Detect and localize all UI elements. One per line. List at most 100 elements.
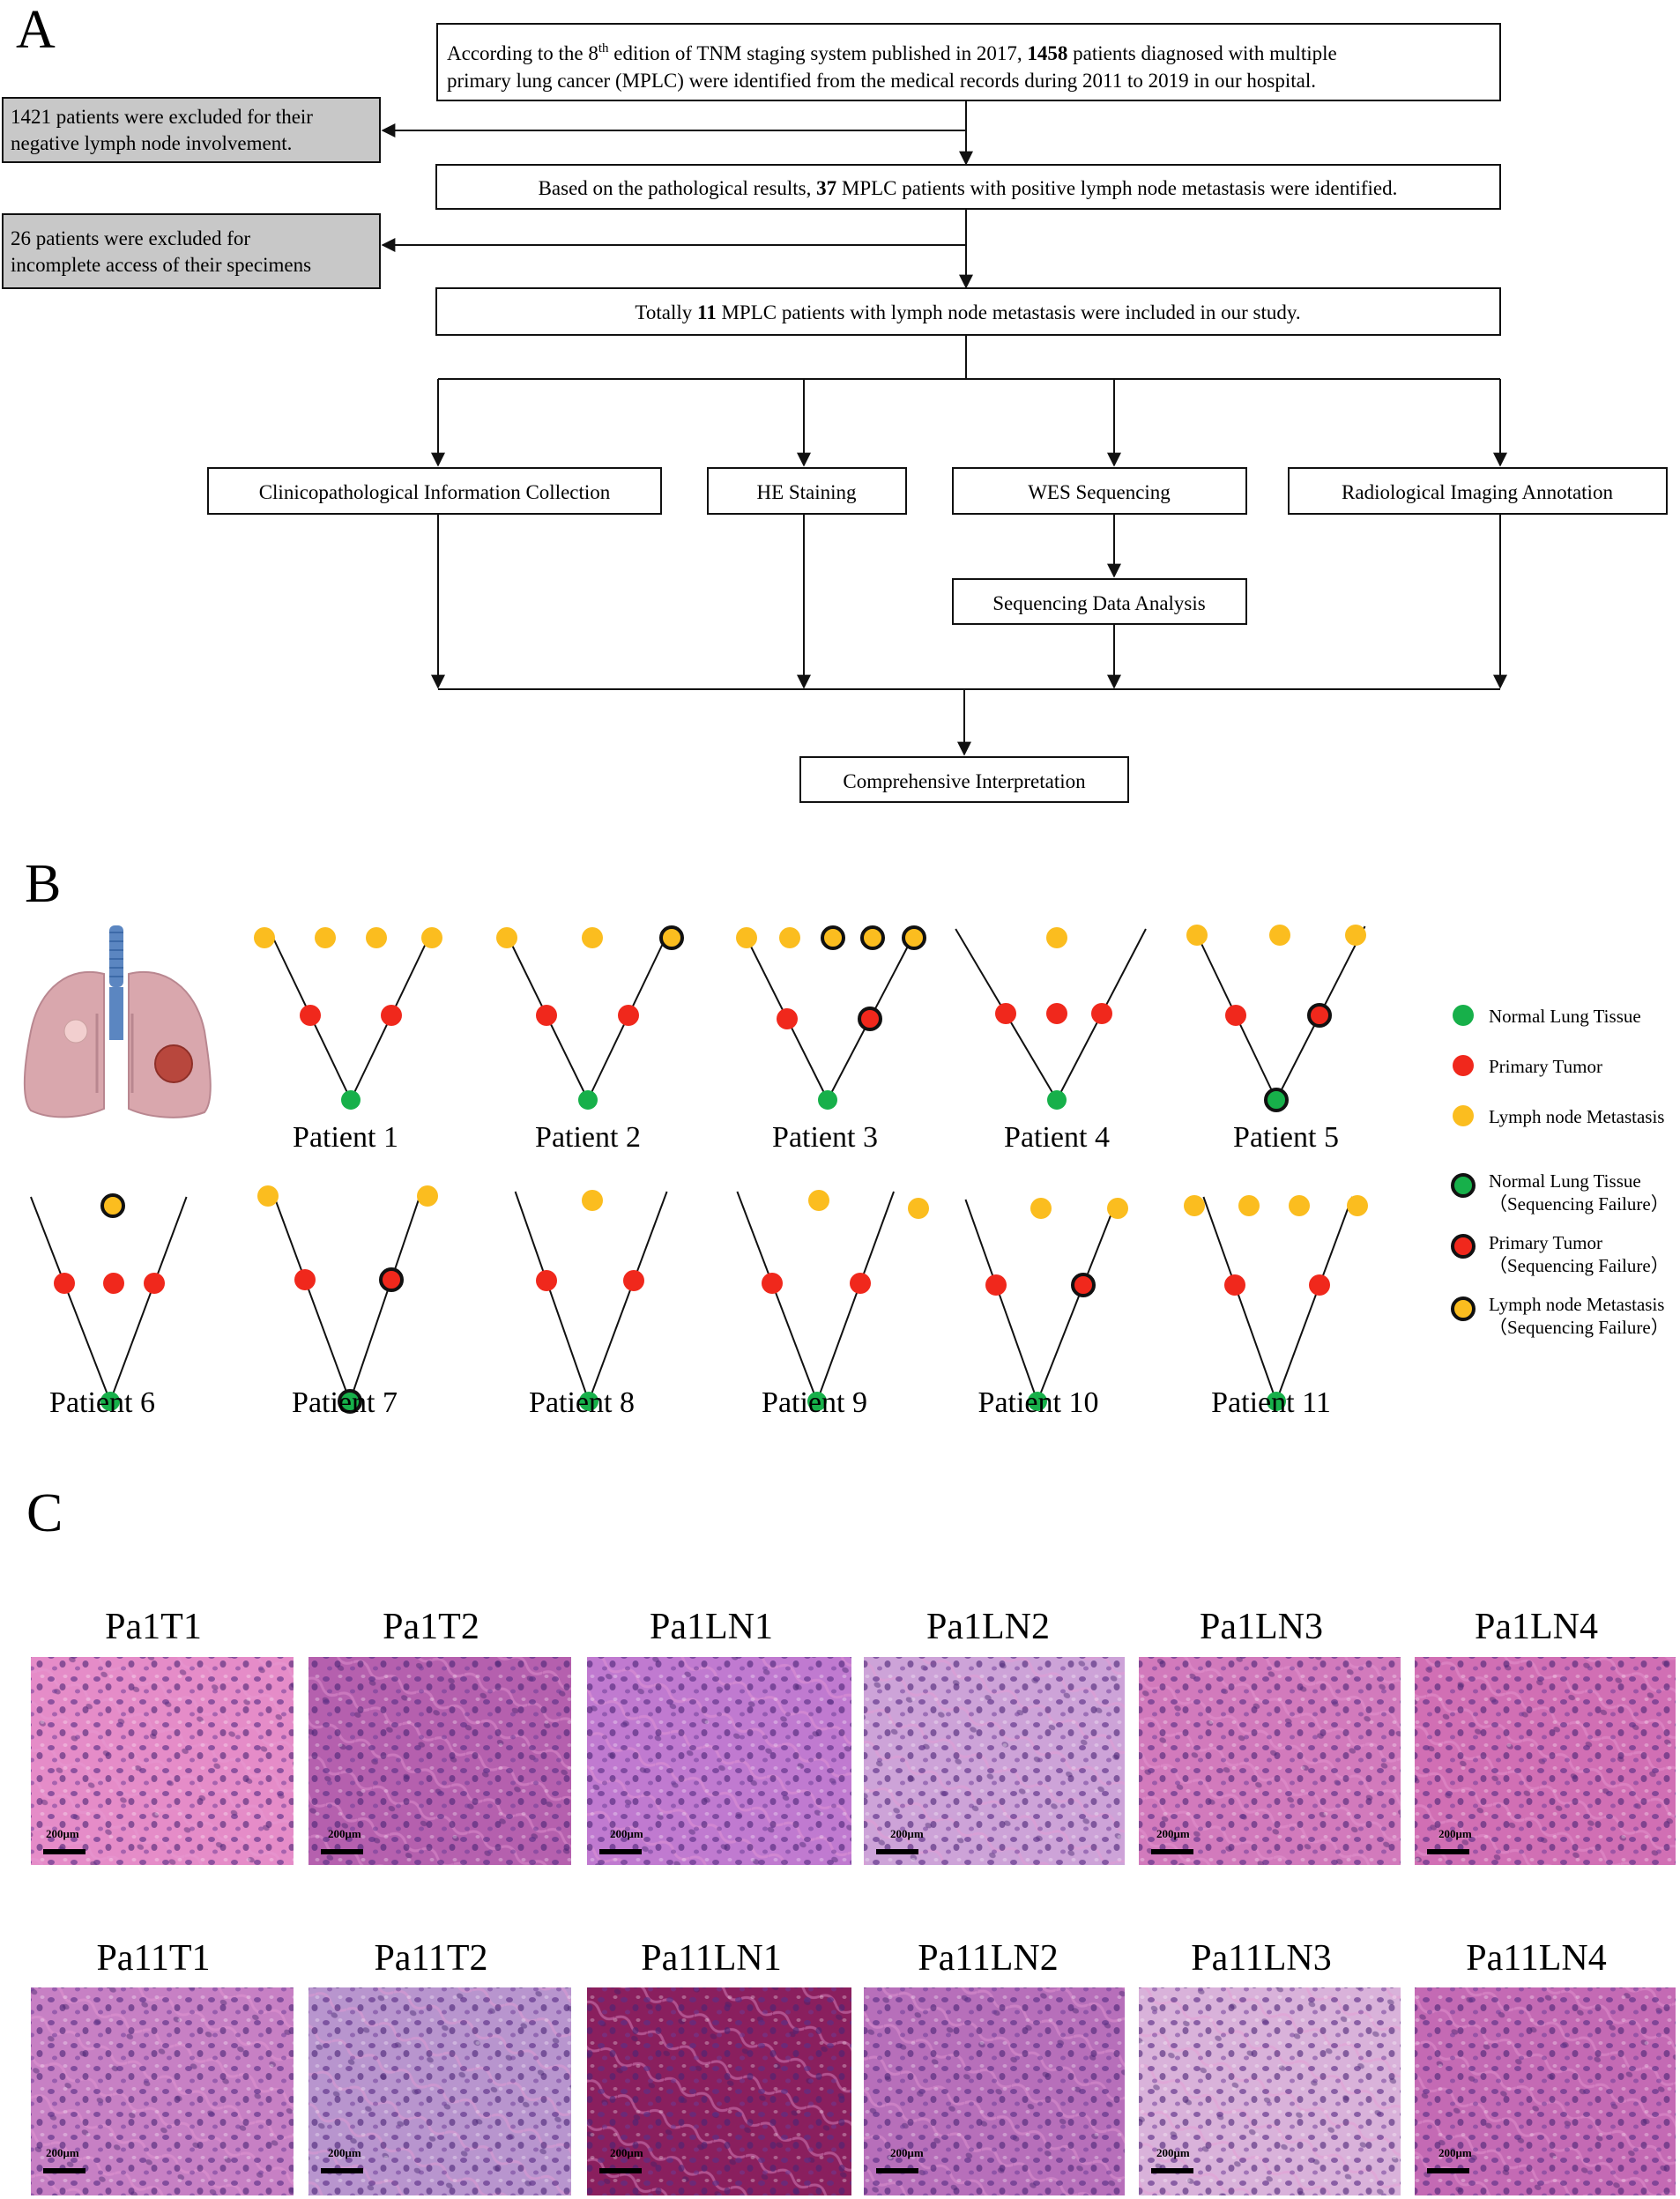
scale-label: 200μm xyxy=(328,2146,361,2159)
tree-node-lymph xyxy=(1238,1195,1260,1216)
flow-box-positive-ln xyxy=(435,164,1501,210)
exclusion-1-line2: negative lymph node involvement. xyxy=(11,132,292,154)
patient-label: Patient 5 xyxy=(1233,1121,1339,1154)
tree-node-lymph xyxy=(1030,1198,1052,1219)
patient-label: Patient 9 xyxy=(762,1386,867,1419)
patient-label: Patient 6 xyxy=(49,1386,155,1419)
tree-node-normal xyxy=(338,1389,362,1414)
tree-node-normal xyxy=(100,1392,120,1411)
legend-normal-fail: Normal Lung Tissue xyxy=(1489,1170,1641,1192)
legend-fail-note: （Sequencing Failure） xyxy=(1489,1255,1669,1276)
tree-node-lymph xyxy=(257,1185,279,1207)
panel-label-b: B xyxy=(25,854,61,914)
scale-label: 200μm xyxy=(1438,2146,1472,2159)
histology-title: Pa1LN4 xyxy=(1475,1607,1598,1647)
legend-marker-normal xyxy=(1453,1005,1474,1026)
tree-node-primary xyxy=(618,1005,639,1026)
tree-node-primary xyxy=(300,1005,321,1026)
tree-node-lymph xyxy=(736,927,757,948)
tree-node-lymph xyxy=(659,925,684,950)
histology-nuclei xyxy=(864,1987,1125,2195)
tree-node-primary xyxy=(381,1005,402,1026)
patient-label: Patient 8 xyxy=(529,1386,635,1419)
histology-nuclei xyxy=(1139,1657,1401,1865)
scale-label: 200μm xyxy=(610,2146,643,2159)
scale-bar xyxy=(321,2168,363,2173)
scale-bar xyxy=(1151,2168,1193,2173)
histology-title: Pa11LN1 xyxy=(641,1938,781,1979)
scale-label: 200μm xyxy=(328,1827,361,1840)
tree-node-lymph xyxy=(1186,925,1208,946)
exclusion-2-line2: incomplete access of their specimens xyxy=(11,254,311,276)
tree-node-primary xyxy=(1309,1274,1330,1296)
analysis-text: Sequencing Data Analysis xyxy=(992,592,1206,614)
tree-node-primary xyxy=(850,1273,871,1294)
tree-branch xyxy=(349,1186,424,1402)
histology-title: Pa11LN3 xyxy=(1191,1938,1331,1979)
histology-nuclei xyxy=(1139,1987,1401,2195)
histology-nuclei xyxy=(587,1987,851,2195)
patient-label: Patient 2 xyxy=(535,1121,641,1154)
histology-nuclei xyxy=(864,1657,1125,1865)
tree-node-primary xyxy=(54,1273,75,1294)
tree-node-lymph xyxy=(908,1198,929,1219)
legend-fail-note: （Sequencing Failure） xyxy=(1489,1193,1669,1215)
histology-title: Pa1LN1 xyxy=(650,1607,773,1647)
tree-branch xyxy=(1037,1199,1119,1402)
flow-box3-text: Totally 11 MPLC patients with lymph node… xyxy=(635,301,1300,323)
histology-title: Pa1T2 xyxy=(383,1607,479,1647)
histology-title: Pa11T1 xyxy=(96,1938,210,1979)
branch-3-text: WES Sequencing xyxy=(1028,481,1171,503)
scale-bar xyxy=(43,1849,85,1854)
tree-node-lymph xyxy=(1269,925,1290,946)
tree-branch xyxy=(514,1191,590,1402)
tree-node-primary xyxy=(1224,1274,1245,1296)
tree-node-primary xyxy=(623,1270,644,1291)
flow-box-identified xyxy=(436,23,1501,101)
tree-node-lymph xyxy=(582,927,603,948)
tree-node-lymph xyxy=(1347,1195,1368,1216)
histology-nuclei xyxy=(31,1987,294,2195)
tree-node-lymph xyxy=(779,927,800,948)
exclusion-2-line1: 26 patients were excluded for xyxy=(11,227,250,249)
tree-node-primary xyxy=(1307,1003,1332,1028)
tree-node-primary xyxy=(858,1007,882,1031)
lung-illustration xyxy=(23,925,212,1118)
branch-4-text: Radiological Imaging Annotation xyxy=(1342,481,1613,503)
tree-node-primary xyxy=(1091,1003,1112,1024)
histology-title: Pa11T2 xyxy=(374,1938,487,1979)
tree-node-lymph xyxy=(417,1185,438,1207)
histology-title: Pa1LN3 xyxy=(1200,1607,1323,1647)
flow-box2-text: Based on the pathological results, 37 MP… xyxy=(539,177,1398,199)
tree-node-primary xyxy=(536,1270,557,1291)
histology-grid: Pa1T1 Pa1T2 Pa1LN1 Pa1LN2 Pa1LN3 Pa1LN4 … xyxy=(31,1607,1676,2195)
patient-label: Patient 7 xyxy=(292,1386,398,1419)
legend-lymph-fail: Lymph node Metastasis xyxy=(1489,1294,1664,1315)
flow-box-clinicopathological xyxy=(207,467,662,515)
tree-node-primary xyxy=(1225,1005,1246,1026)
tree-node-primary xyxy=(103,1273,124,1294)
tree-node-lymph xyxy=(421,927,442,948)
tree-branch xyxy=(109,1196,188,1402)
patient-label: Patient 4 xyxy=(1004,1121,1110,1154)
flow-box-he-staining xyxy=(707,467,907,515)
legend-marker-primary-fail xyxy=(1451,1234,1476,1259)
tree-branch xyxy=(270,1186,351,1402)
patient-trees: Patient 1 Patient 2 Patient 3 Patient 4 … xyxy=(30,925,1368,1419)
scale-bar xyxy=(43,2168,85,2173)
scale-bar xyxy=(876,1849,918,1854)
legend-primary-fail: Primary Tumor xyxy=(1489,1232,1602,1253)
tree-node-lymph xyxy=(902,925,926,950)
final-text: Comprehensive Interpretation xyxy=(843,770,1086,792)
tree-node-lymph xyxy=(254,927,275,948)
legend-lymph: Lymph node Metastasis xyxy=(1489,1106,1664,1127)
scale-label: 200μm xyxy=(1156,1827,1190,1840)
tree-node-primary xyxy=(379,1267,404,1292)
tree-node-primary xyxy=(995,1003,1016,1024)
tree-branch xyxy=(736,1191,818,1402)
scale-bar xyxy=(321,1849,363,1854)
scale-bar xyxy=(1427,2168,1469,2173)
legend-marker-lymph-fail xyxy=(1451,1296,1476,1321)
legend-fail-note: （Sequencing Failure） xyxy=(1489,1317,1669,1338)
tree-node-primary xyxy=(536,1005,557,1026)
